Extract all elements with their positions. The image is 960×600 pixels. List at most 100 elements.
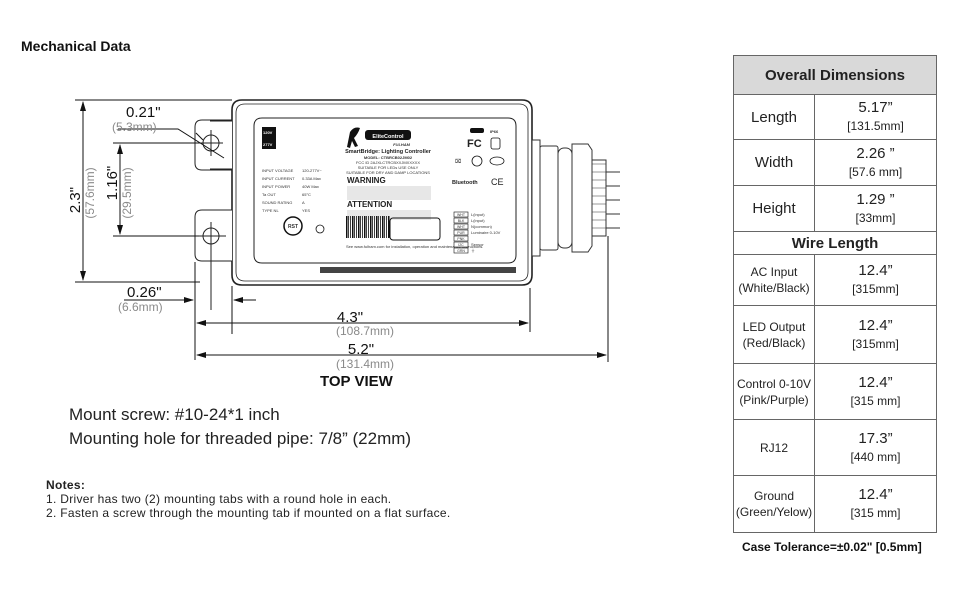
wire-color-code: WHT — [457, 213, 466, 217]
value-inch: 17.3” — [858, 429, 893, 447]
value-inch: 12.4” — [858, 316, 893, 334]
table-row: AC Input(White/Black) 12.4”[315mm] — [733, 254, 937, 306]
suitable-led: SUITABLE FOR LEDs USE ONLY — [358, 165, 419, 170]
table-row: Height 1.29 ”[33mm] — [733, 185, 937, 232]
dim-hole-spacing-inch: 1.16" — [104, 166, 121, 201]
barcode-bar — [376, 216, 378, 238]
mounting-tab-bottom — [194, 209, 232, 310]
spec-value: 40W Max — [302, 184, 319, 189]
rst-label: RST — [288, 224, 298, 230]
table-row: Ground(Green/Yelow) 12.4” [315 mm] — [733, 475, 937, 533]
row-label: RJ12 — [733, 419, 815, 476]
brand-badge — [365, 130, 411, 140]
value-inch: 1.29 ” — [856, 190, 895, 208]
barcode-bar — [354, 216, 355, 238]
wire-function: ⏚ — [471, 247, 475, 253]
barcode-bar — [382, 216, 384, 238]
barcode-bar — [356, 216, 357, 238]
brand-name: EliteControl — [372, 134, 404, 140]
row-value: 2.26 ”[57.6 mm] — [814, 139, 937, 186]
value-inch: 12.4” — [858, 373, 893, 391]
barcode-bar — [372, 216, 373, 238]
dim-body-length-mm: (108.7mm) — [336, 324, 394, 338]
notes: Notes: 1. Driver has two (2) mounting ta… — [46, 478, 451, 520]
housing — [231, 99, 533, 286]
led-indicator-icon — [315, 224, 325, 234]
table-row: RJ12 17.3” [440 mm] — [733, 419, 937, 476]
horse-logo-icon — [347, 127, 360, 148]
spec-key: INPUT VOLTAGE — [262, 168, 294, 173]
voltage-bottom: 277V — [263, 142, 273, 147]
wire-color-code: WHT — [457, 225, 466, 229]
row-value: 12.4” [315 mm] — [814, 475, 937, 533]
shield-icon — [490, 137, 501, 150]
ul-logo-icon — [471, 155, 483, 167]
barcode-bar — [352, 216, 354, 238]
wire-function: N(common) — [471, 224, 493, 229]
value-mm: [131.5mm] — [847, 119, 904, 133]
dim-body-length-inch: 4.3" — [337, 309, 363, 326]
barcode-bar — [386, 216, 387, 238]
dimensions-table: Overall Dimensions Length 5.17” [131.5mm]… — [733, 55, 937, 533]
view-label: TOP VIEW — [320, 373, 393, 390]
wire-function: L(input) — [471, 212, 485, 217]
row-label: Control 0-10V(Pink/Purple) — [733, 363, 815, 420]
dim-overall-width-mm: (57.6mm) — [83, 167, 97, 218]
cable-gland — [531, 139, 620, 257]
barcode — [346, 216, 390, 238]
value-mm: [440 mm] — [850, 449, 901, 464]
wire-color-code: PUR — [457, 231, 465, 235]
barcode-bar — [358, 216, 360, 238]
wire-color-code: I2C — [458, 243, 464, 247]
row-value: 12.4”[315 mm] — [814, 363, 937, 420]
spec-value: YES — [302, 208, 310, 213]
mounting-tab-top — [194, 119, 232, 171]
wire-name: AC Input — [750, 265, 798, 279]
ce-mark: CE — [491, 177, 504, 187]
wire-terminal — [453, 223, 469, 230]
barcode-bar — [348, 216, 349, 238]
sub-brand: FULHAM — [393, 142, 411, 147]
spec-key: SOUND RATING — [262, 200, 292, 205]
wire-function: L(input) — [471, 218, 485, 223]
barcode-bar — [366, 216, 367, 238]
spec-key: INPUT CURRENT — [262, 176, 295, 181]
row-value: 12.4” [315mm] — [814, 305, 937, 364]
value-mm: [33mm] — [855, 210, 896, 225]
value-inch: 5.17” — [858, 99, 893, 116]
wire-terminal-list: WHT L(input) BLK L(input) WHT N(common) PUR Lum… — [453, 211, 501, 254]
row-label: Length — [733, 94, 815, 140]
wire-function: Luminaire 0-10V — [471, 230, 501, 235]
mount-info: Mount screw: #10-24*1 inch Mounting hole… — [69, 403, 411, 451]
case-tolerance: Case Tolerance=±0.02" [0.5mm] — [742, 540, 922, 554]
model-number: MODEL: CTBRCB02JM02 — [364, 155, 413, 160]
barcode-bar — [370, 216, 372, 238]
attention-heading: ATTENTION — [347, 200, 392, 209]
wire-color-code: GRN — [457, 249, 465, 253]
value-mm: [315 mm] — [850, 506, 901, 520]
table-row: Control 0-10V(Pink/Purple) 12.4”[315 mm] — [733, 363, 937, 420]
value-inch: 2.26 ” — [856, 144, 895, 162]
wire-colors: (Green/Yelow) — [735, 505, 813, 519]
barcode-bar — [350, 216, 351, 238]
value-mm: [315mm] — [852, 282, 899, 296]
value-mm: [315mm] — [852, 336, 899, 351]
barcode-bar — [364, 216, 366, 238]
wire-terminal — [453, 241, 469, 248]
table-header-overall: Overall Dimensions — [733, 55, 937, 95]
csa-logo-icon — [489, 156, 505, 166]
value-inch: 12.4” — [858, 486, 893, 503]
spec-value: 0.33A Max — [302, 176, 321, 181]
dim-overall-length-mm: (131.4mm) — [336, 357, 394, 371]
wire-color-code: BLK — [458, 219, 465, 223]
dim-hole-spacing-mm: (29.5mm) — [120, 167, 134, 218]
wire-colors: (Red/Black) — [742, 335, 806, 350]
row-label: Ground(Green/Yelow) — [733, 475, 815, 533]
website-note: See www.fulham.com for installation, ope… — [346, 244, 483, 249]
row-label: AC Input (White/Black) — [733, 254, 815, 306]
wire-colors: (Pink/Purple) — [739, 392, 809, 407]
wire-colors: (White/Black) — [738, 281, 810, 295]
row-value: 1.29 ” [33mm] — [814, 185, 937, 232]
barcode-bar — [388, 216, 390, 238]
